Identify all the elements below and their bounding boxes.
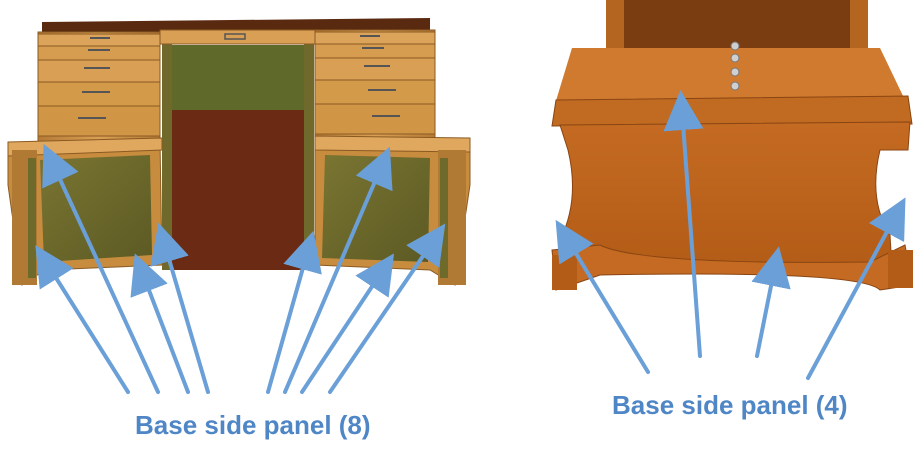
callout-arrow [555,219,650,374]
callout-arrow [806,197,906,380]
chest-base [551,244,913,291]
desk-side-panel-right-a [322,155,430,262]
caption-right: Base side panel (4) [612,390,848,420]
callout-arrows-right [555,90,906,380]
callout-arrow [266,230,322,394]
desk-illustration [7,18,471,286]
callout-arrow [300,253,395,394]
callout-arrow [130,253,190,394]
caption-left: Base side panel (8) [135,410,371,440]
chest-top [555,48,905,104]
callout-arrow [663,90,704,358]
callout-arrow [283,146,393,394]
callout-arrow [150,222,210,394]
callout-arrow [42,143,160,394]
chest-illustration [551,0,913,291]
callout-arrow [328,223,446,394]
desk-center-drawer [159,29,316,45]
callout-arrow [35,245,130,394]
chest-front-panel [559,121,911,269]
chest-back-board [606,0,868,48]
desk-left-pedestal [7,31,163,286]
callout-arrow [751,246,791,358]
callout-arrows-left [35,143,446,394]
desk-right-pedestal [314,29,471,286]
